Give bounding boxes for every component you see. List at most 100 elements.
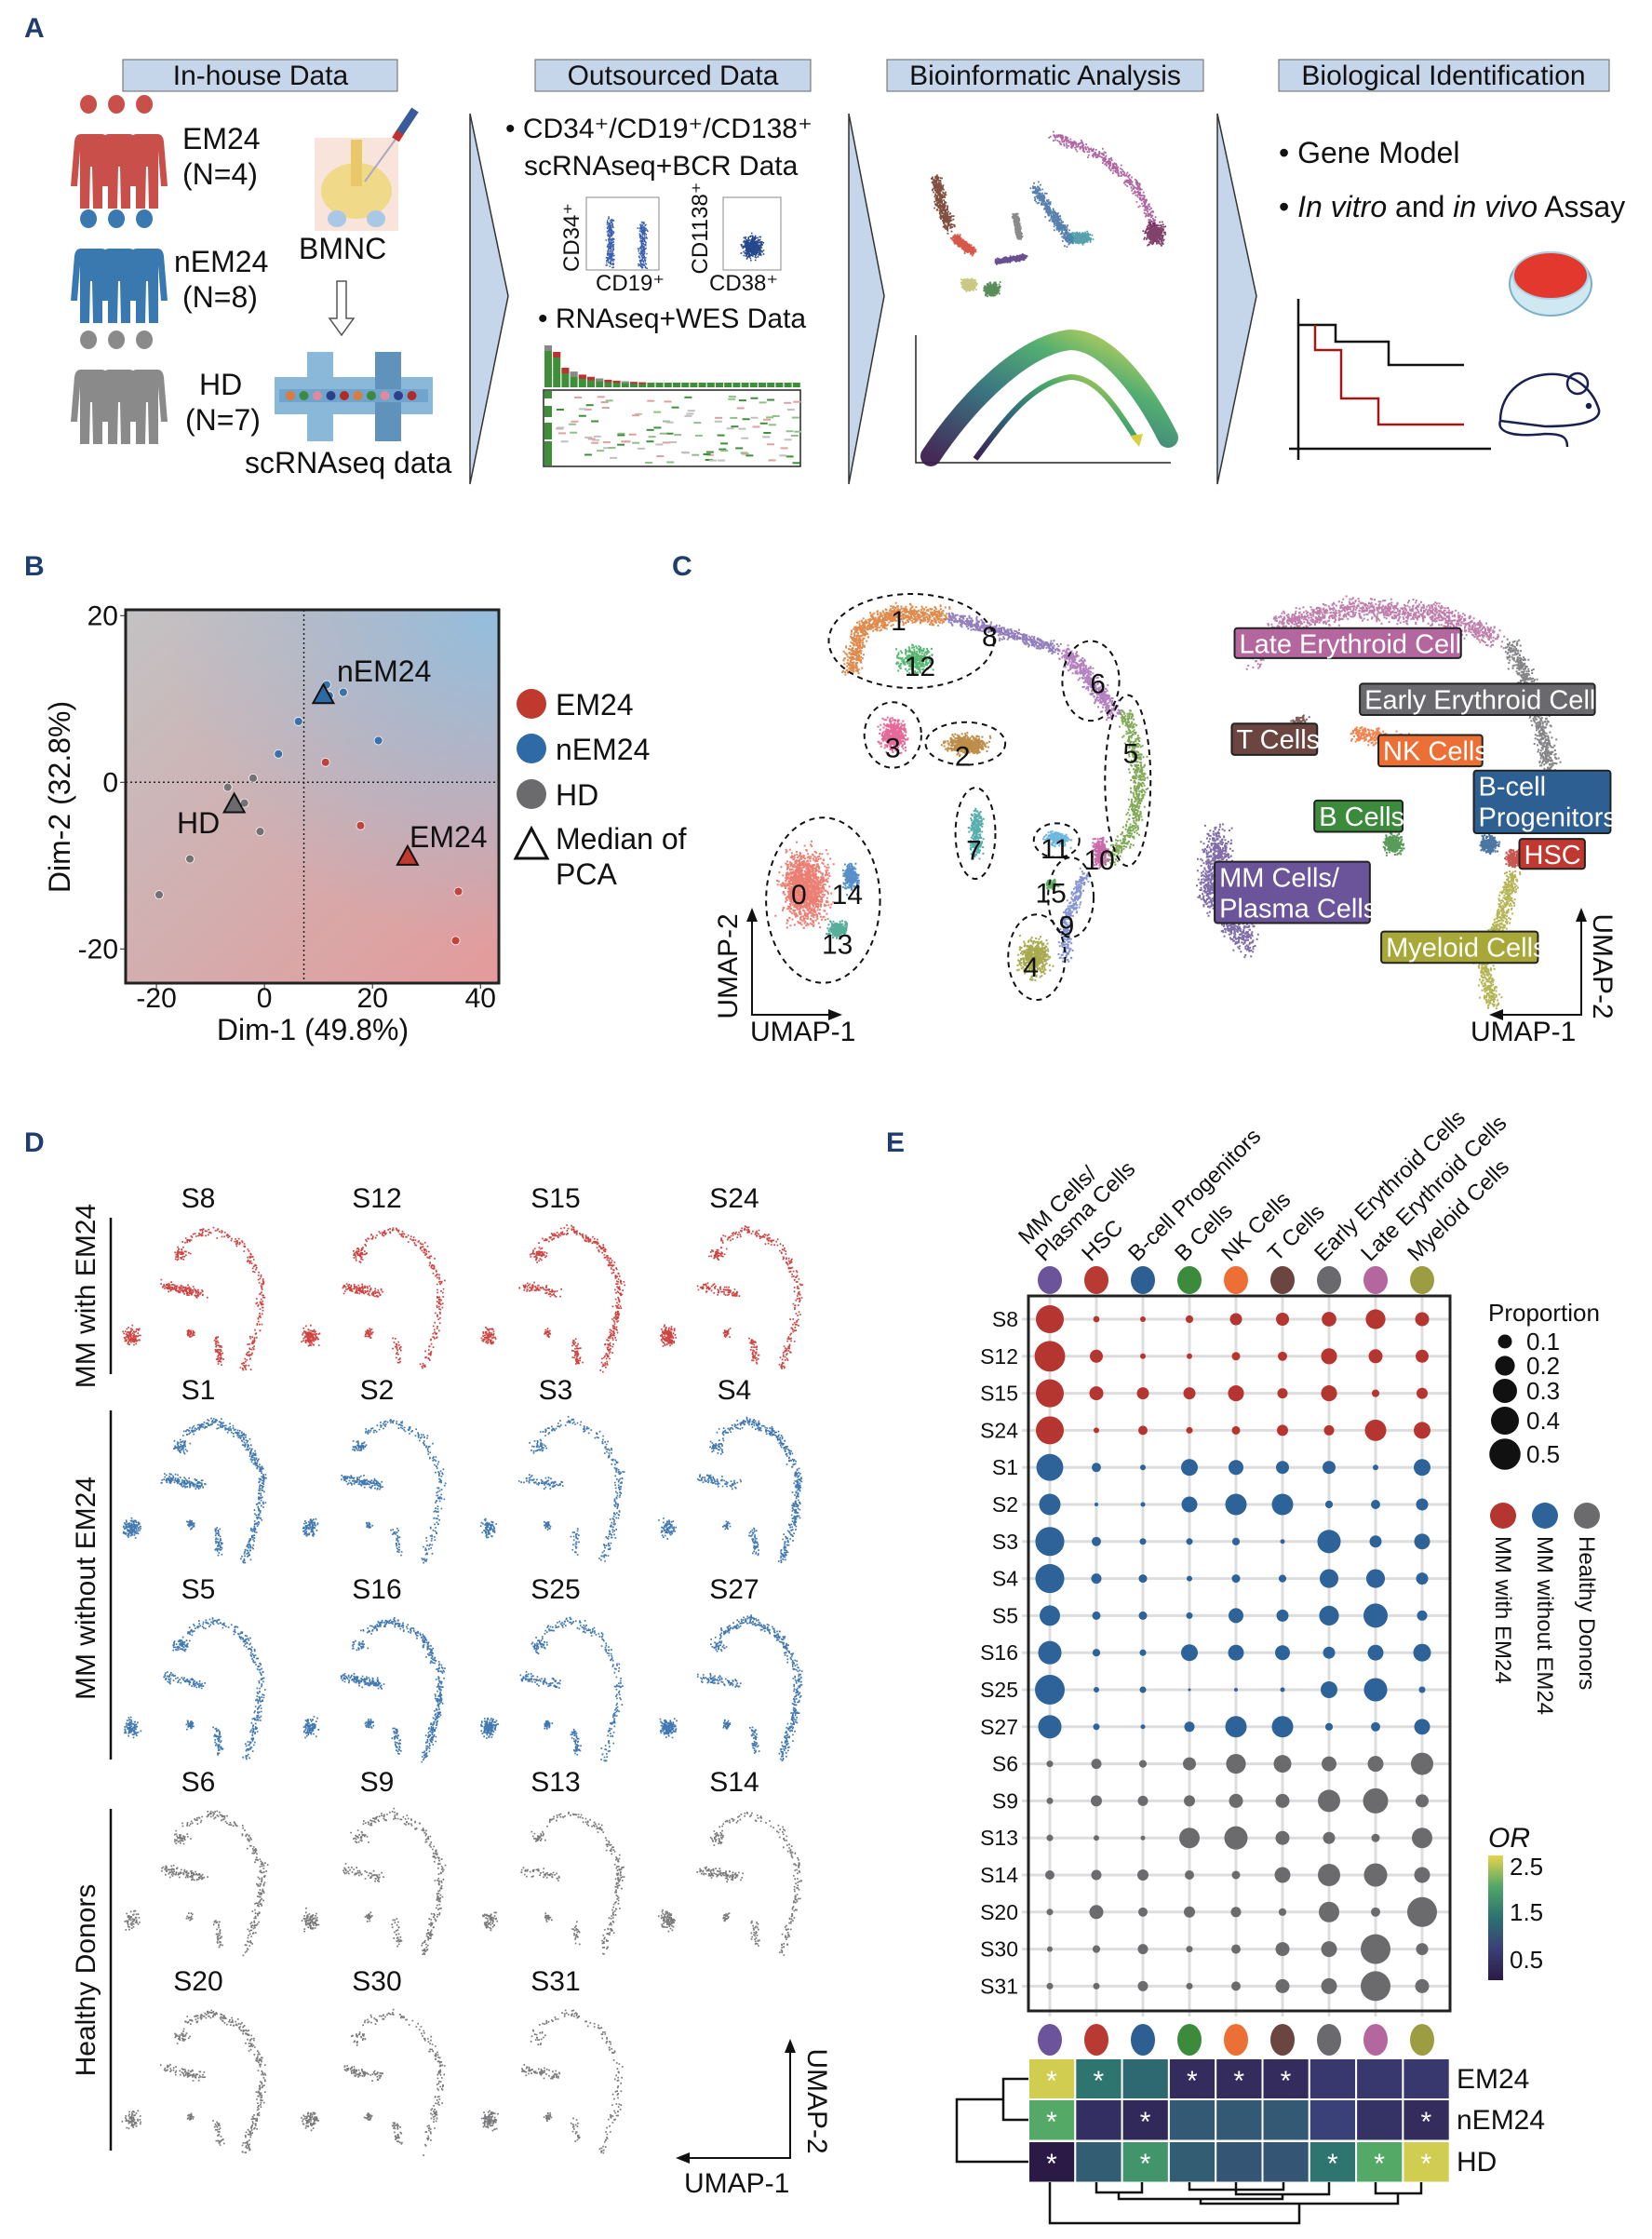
proportion-dot (1045, 1870, 1054, 1880)
panel-label-a: A (24, 13, 45, 44)
cluster-outline-5 (1104, 694, 1152, 868)
proportion-dot (1274, 1867, 1291, 1883)
proportion-dot (1188, 1688, 1191, 1692)
row-label: S13 (980, 1826, 1018, 1850)
proportion-dot (1407, 1896, 1437, 1927)
oncoprint-mark (600, 401, 609, 404)
pca-point-em24 (356, 820, 366, 830)
sample-title: S13 (531, 1767, 580, 1798)
mutation-bar-top (612, 380, 621, 384)
oncoprint-mark (794, 430, 802, 433)
oncoprint-mark (768, 424, 776, 426)
proportion-dot (1231, 1537, 1241, 1545)
pca-point-em24 (453, 886, 463, 897)
proportion-dot (1361, 1971, 1390, 2002)
cell-dot (367, 391, 376, 400)
cluster-outline-2 (924, 721, 1007, 766)
mutation-bar (647, 383, 655, 387)
mutation-bar-top (638, 382, 647, 384)
proportion-dot (1318, 1864, 1340, 1886)
mutation-bar-top (630, 382, 638, 384)
header-box (122, 59, 398, 92)
group-legend-dot (1532, 1503, 1558, 1529)
mutation-bar (724, 383, 732, 387)
header-in-house-label: In-house Data (173, 61, 349, 91)
mini-umap-cluster (1029, 181, 1075, 248)
proportion-dot (1046, 1760, 1054, 1768)
celltype-color-dot (1038, 2024, 1062, 2056)
group-legend-label: MM with EM24 (1490, 1536, 1515, 1684)
sample-title: S15 (531, 1183, 580, 1214)
flow-cloud (740, 232, 765, 262)
oncoprint-mark (635, 412, 643, 415)
oncoprint-mark (587, 438, 596, 440)
proportion-dot (1280, 1539, 1285, 1544)
mini-umap-cluster (930, 174, 956, 235)
legend-swatch-em24 (517, 689, 546, 719)
mutation-bar (749, 383, 758, 387)
header-bioinformatic: Bioinformatic Analysis (886, 59, 1204, 92)
y-tick-label: -20 (78, 934, 118, 964)
header-biological-label: Biological Identification (1301, 61, 1585, 91)
size-legend-dot (1495, 1356, 1515, 1376)
proportion-dot (1187, 1353, 1192, 1359)
significance-star: * (1046, 2149, 1057, 2179)
proportion-dot (1278, 1351, 1287, 1361)
y-tick-label: 0 (102, 767, 118, 798)
proportion-dot (1231, 1981, 1241, 1991)
celltype-label-box (1214, 860, 1371, 924)
assay-word: Assay (1538, 190, 1625, 223)
cluster-number-10: 10 (1083, 845, 1114, 876)
proportion-dot (1319, 1901, 1339, 1922)
proportion-dot (1226, 1753, 1246, 1774)
oncoprint-mark (736, 407, 745, 410)
mutation-bar (732, 383, 741, 387)
oncoprint-mark (662, 420, 670, 423)
celltype-color-dot (1363, 2024, 1388, 2056)
header-box (886, 59, 1204, 92)
legend-label-hd: HD (556, 778, 598, 812)
proportion-dot (1414, 1719, 1430, 1735)
oncoprint-mark (741, 452, 749, 455)
header-biological: Biological Identification (1278, 59, 1610, 92)
oncoprint-mark (715, 416, 723, 419)
mini-umap-illustration (930, 130, 1167, 298)
proportion-dot (1092, 1536, 1101, 1546)
oncoprint-mark (665, 432, 674, 435)
proportion-dot (1271, 1716, 1294, 1738)
proportion-dot (1417, 1610, 1428, 1621)
proportion-dot (1321, 1348, 1337, 1365)
assay-label: • In vitro and in vivo Assay (1279, 190, 1625, 223)
row-label: S9 (992, 1788, 1018, 1813)
mutation-bar (655, 383, 664, 387)
umap-celltype-cloud (1479, 833, 1501, 856)
oncoprint-mark (584, 453, 592, 456)
proportion-dot (1183, 1387, 1196, 1400)
bone-marrow-aspiration-icon (315, 107, 419, 231)
proportion-dot (1229, 1313, 1242, 1326)
proportion-dot (1321, 1941, 1337, 1958)
proportion-dot (1275, 1793, 1290, 1808)
oncoprint-mark (638, 447, 646, 450)
proportion-dot (1038, 1715, 1062, 1739)
cluster-number-2: 2 (955, 741, 971, 772)
proportion-dot (1046, 1797, 1054, 1804)
legend-label-median: Median of (556, 822, 687, 856)
celltype-label: Myeloid Cells (1386, 934, 1546, 964)
oncoprint-mark (759, 422, 768, 425)
umap-axis-right: UMAP-2 UMAP-1 (1471, 908, 1618, 1047)
oncoprint-mark (742, 418, 750, 421)
celltype-color-dot (1410, 2024, 1434, 2056)
mutation-bar-top (604, 379, 612, 383)
mutation-bar-top (621, 381, 629, 384)
oncoprint-mark (786, 409, 795, 411)
pca-point-nem24 (293, 717, 303, 726)
mutation-bar-top (544, 345, 552, 351)
oncoprint-mark (731, 425, 739, 428)
mutation-bar (775, 383, 784, 387)
umap-axis-left: UMAP-2 UMAP-1 (713, 908, 855, 1047)
pca-point-hd (222, 782, 233, 792)
row-label: S2 (992, 1492, 1018, 1517)
flow-cloud (605, 216, 649, 269)
oncoprint-mark (779, 454, 787, 457)
